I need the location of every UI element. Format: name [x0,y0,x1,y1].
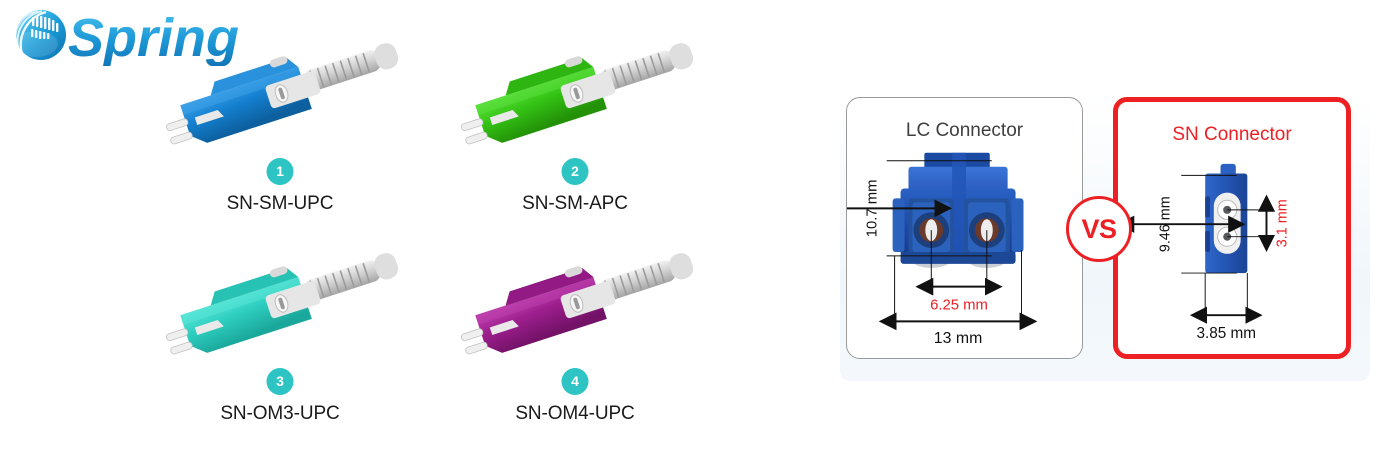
lc-width-dim: 13 mm [934,330,982,347]
product-badge-number: 1 [266,158,294,185]
sn-connector-icon [165,43,399,145]
product-label: SN-OM3-UPC [220,403,340,424]
product-label: SN-SM-UPC [226,193,334,214]
lc-height-dim: 10.7 mm [865,179,881,237]
product-card-4[interactable]: 4 SN-OM4-UPC [425,240,725,445]
brand-wordmark: Spring [68,8,239,66]
product-card-2[interactable]: 2 SN-SM-APC [425,30,725,235]
product-badge-number: 3 [266,368,294,395]
sn-connector-icon [165,253,399,355]
sn-height-dim: 9.46 mm [1158,196,1174,252]
sn-width-dim: 3.85 mm [1196,325,1256,342]
connector-comparison: LC Connector [800,0,1400,464]
brand-logo-svg: Spring [14,8,239,68]
lc-duplex-connector-icon: 10.7 mm 6.25 mm 13 mm [847,152,1038,347]
product-badge-number: 2 [561,158,589,185]
sn-connector-icon [460,43,694,145]
product-badge-number: 4 [561,368,589,395]
product-card-3[interactable]: 3 SN-OM3-UPC [130,240,430,445]
globe-sphere-icon [14,9,66,60]
vs-badge: VS [1066,196,1132,262]
product-grid: 1 SN-SM-UPC [120,30,760,450]
lc-connector-panel[interactable]: LC Connector [846,97,1083,359]
brand-logo: Spring [6,4,276,68]
sn-duplex-connector-icon: 9.46 mm 3.1 mm 3.85 mm [1118,163,1291,342]
product-label: SN-SM-APC [522,193,628,214]
sn-connector-icon [460,253,694,355]
product-label: SN-OM4-UPC [515,403,635,424]
lc-panel-title: LC Connector [905,120,1024,141]
sn-panel-title: SN Connector [1172,124,1292,145]
sn-pitch-dim: 3.1 mm [1275,199,1291,247]
sn-connector-panel[interactable]: SN Connector [1113,97,1351,359]
lc-pitch-dim: 6.25 mm [930,297,988,313]
product-card-1[interactable]: 1 SN-SM-UPC [130,30,430,235]
